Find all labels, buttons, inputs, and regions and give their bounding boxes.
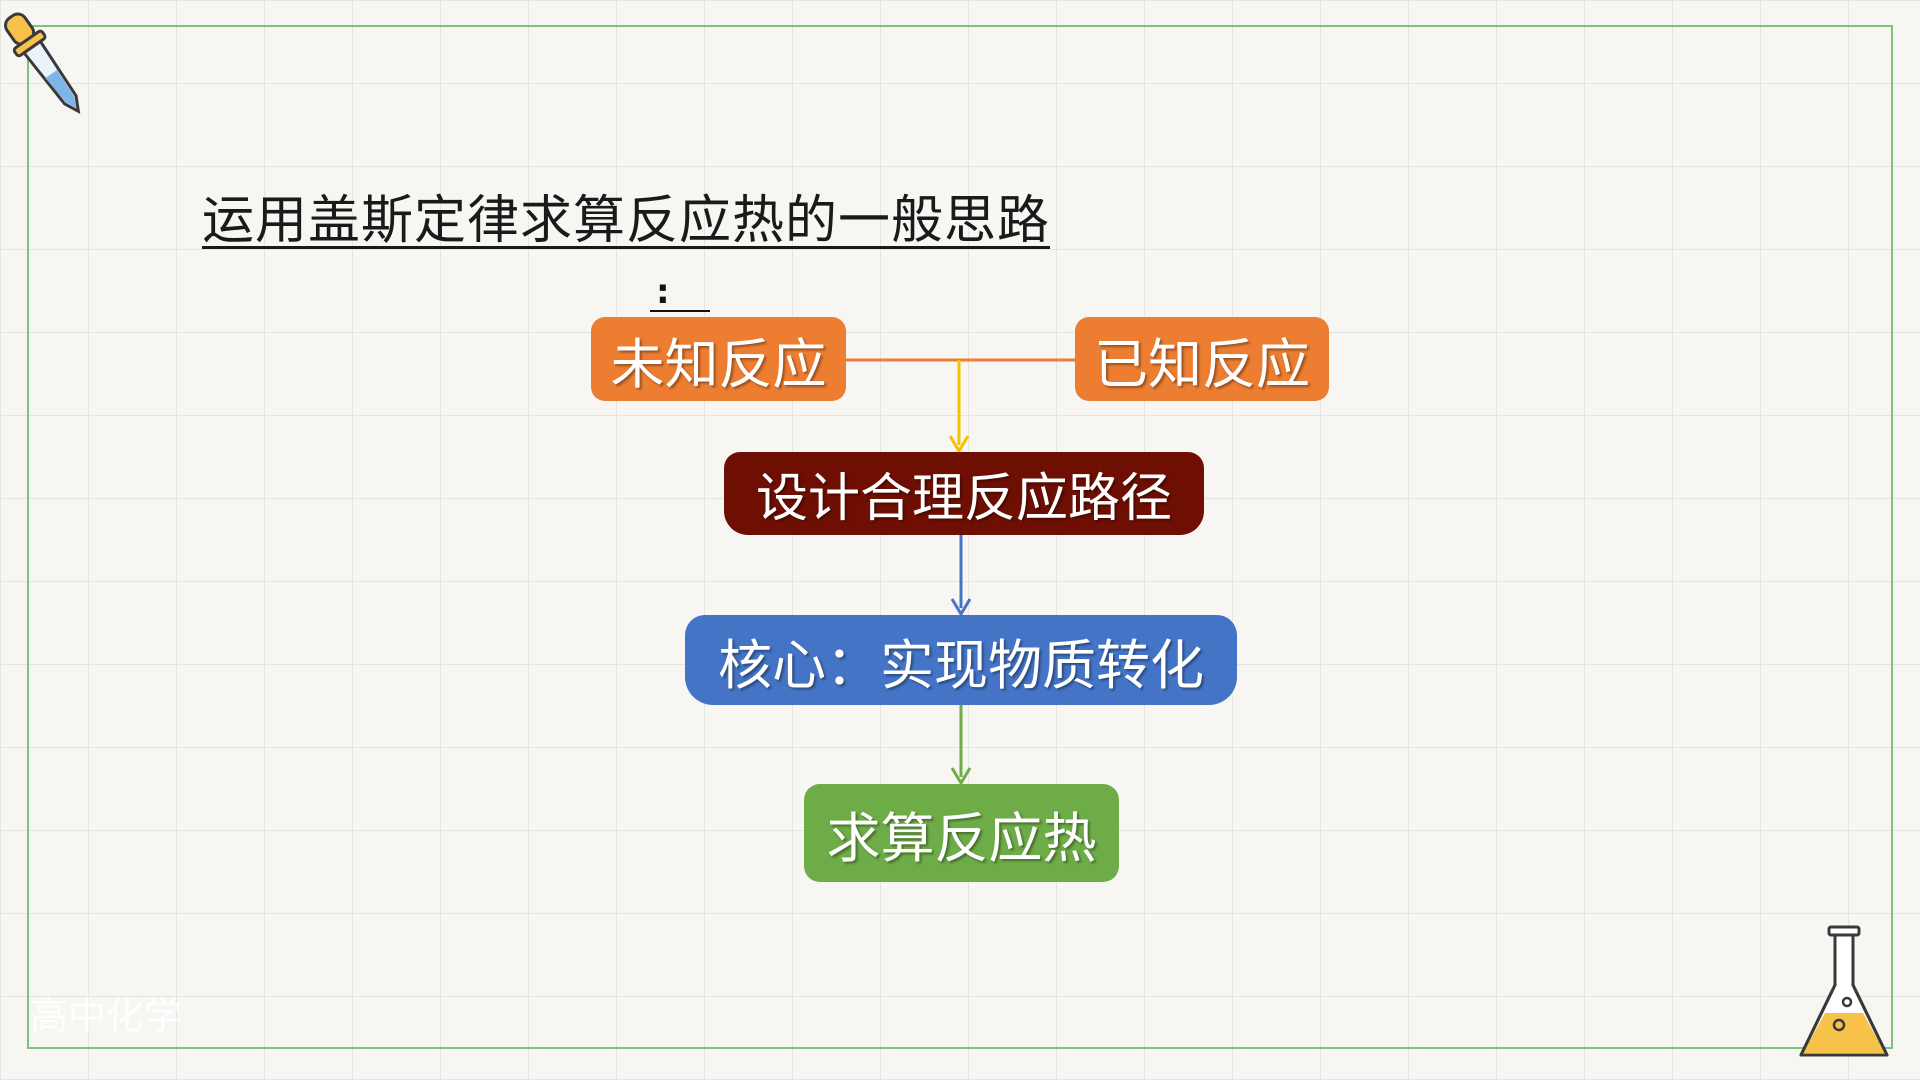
title-colon: :	[650, 272, 710, 312]
node-unknown-reaction: 未知反应	[591, 317, 846, 401]
node-design-path: 设计合理反应路径	[724, 452, 1204, 535]
dropper-icon	[4, 12, 81, 115]
flask-icon	[1799, 925, 1889, 1057]
watermark: 高中化学	[30, 994, 183, 1038]
slide-frame	[27, 25, 1893, 1049]
node-core: 核心：实现物质转化	[685, 615, 1237, 705]
node-calculate-heat: 求算反应热	[804, 784, 1119, 882]
node-known-reaction: 已知反应	[1075, 317, 1329, 401]
slide-title: 运用盖斯定律求算反应热的一般思路	[202, 191, 1051, 251]
